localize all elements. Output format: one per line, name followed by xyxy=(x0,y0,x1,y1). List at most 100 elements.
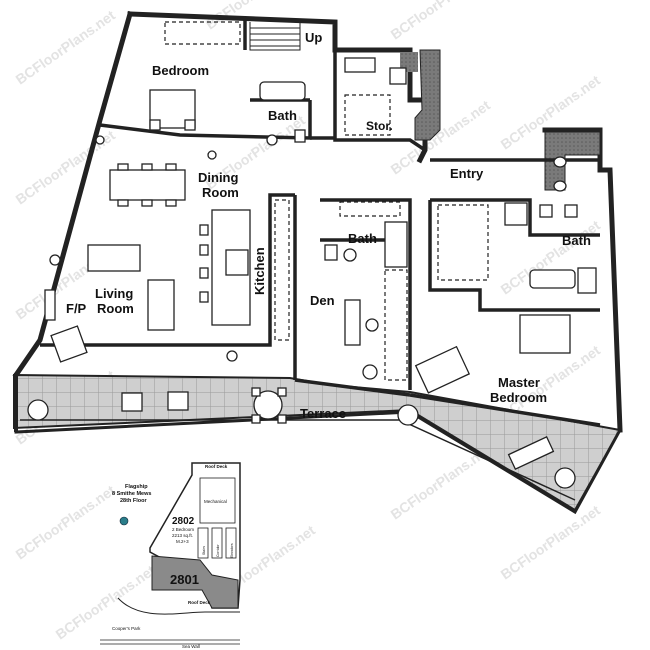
stool xyxy=(199,224,209,236)
room-label-storage: Stor. xyxy=(366,119,393,133)
column xyxy=(49,254,61,266)
planter xyxy=(554,467,576,489)
exterior-walls xyxy=(12,10,623,515)
column xyxy=(226,350,238,362)
mechanical-room xyxy=(199,477,236,524)
wall-storage xyxy=(333,50,426,152)
key-building-floor: 28th Floor xyxy=(120,498,147,504)
shoreline xyxy=(117,597,240,615)
key-corridor: Corridor xyxy=(216,544,220,557)
column xyxy=(95,135,105,145)
patio-chair xyxy=(277,414,287,424)
dining-table xyxy=(109,169,186,201)
key-seawall: Sea Wall xyxy=(182,644,200,649)
armchair xyxy=(50,325,88,363)
stairs xyxy=(249,22,301,51)
lounge-chair xyxy=(414,345,471,394)
wall-den-bath xyxy=(320,198,412,245)
chair xyxy=(165,199,177,207)
patio-chair xyxy=(251,414,261,424)
room-label-entry: Entry xyxy=(450,166,484,181)
label-fireplace: F/P xyxy=(66,301,87,316)
key-unit-2802-area: 2213 sq.ft. xyxy=(172,533,193,538)
closet-bedroom xyxy=(164,21,241,45)
patio-chair xyxy=(121,392,143,412)
key-stairs: Stairs xyxy=(202,546,206,555)
toilet xyxy=(553,180,567,192)
planter xyxy=(362,364,378,380)
key-mechanical: Mechanical xyxy=(204,499,227,504)
column xyxy=(207,150,217,160)
nightstand xyxy=(184,119,196,131)
stool xyxy=(199,244,209,256)
cooktop xyxy=(225,249,249,276)
key-unit-2802: 2802 xyxy=(172,516,195,527)
desk-chair xyxy=(365,318,379,332)
key-roof-deck-top: Roof Deck xyxy=(205,464,228,469)
wall-left xyxy=(12,10,134,379)
compass-icon xyxy=(119,516,129,526)
toilet xyxy=(324,244,338,261)
wall-master-closet xyxy=(430,198,600,237)
seawall-line xyxy=(100,639,240,645)
sink xyxy=(266,134,278,146)
watermark-layer: BCFloorPlans.net BCFloorPlans.net BCFloo… xyxy=(13,0,604,642)
planter xyxy=(27,399,49,421)
key-plan: Flagship 8 Smithe Mews 28th Floor 2802 2… xyxy=(100,462,241,649)
patio-chair xyxy=(167,391,189,411)
room-label-dining: Dining xyxy=(198,170,238,185)
wall-bedroom-south xyxy=(99,100,312,140)
stair-label-up: Up xyxy=(305,30,322,45)
patio-chair xyxy=(251,387,261,397)
elevator-block xyxy=(225,527,237,559)
lounger xyxy=(507,436,555,470)
wall-den-south xyxy=(294,378,411,397)
kitchen-counter xyxy=(274,199,290,341)
room-label-living-room: Room xyxy=(97,301,134,316)
planter xyxy=(397,404,419,426)
toilet xyxy=(553,156,567,168)
shaded-column xyxy=(400,52,418,72)
key-roof-deck-bottom: Roof Deck xyxy=(188,600,211,605)
room-label-bath-top: Bath xyxy=(268,108,297,123)
bathtub xyxy=(259,81,306,101)
wall-kitchen-south xyxy=(40,193,295,347)
room-label-dining-room: Room xyxy=(202,185,239,200)
closet-entry xyxy=(339,201,401,217)
bed xyxy=(519,314,571,354)
sink xyxy=(539,204,553,218)
wall-master-north xyxy=(428,200,600,312)
wall-master-south xyxy=(409,393,601,427)
chair xyxy=(117,163,129,171)
shelf xyxy=(344,57,376,73)
watermark: BCFloorPlans.net xyxy=(498,502,604,583)
room-label-kitchen: Kitchen xyxy=(252,247,267,295)
watermark: BCFloorPlans.net xyxy=(13,7,119,88)
key-building-address: 8 Smithe Mews xyxy=(112,491,151,497)
chair xyxy=(141,199,153,207)
washer xyxy=(389,67,407,85)
interior-walls xyxy=(40,20,601,427)
key-park: Cooper's Park xyxy=(112,626,141,631)
closet-master xyxy=(437,204,489,281)
patio-chair xyxy=(277,387,287,397)
room-label-bath-master: Bath xyxy=(562,233,591,248)
wall-right xyxy=(597,147,623,433)
stool xyxy=(199,291,209,303)
wall-top xyxy=(127,11,428,164)
toilet xyxy=(294,129,306,143)
chair xyxy=(141,163,153,171)
key-elevators: Elevators xyxy=(230,543,234,558)
room-label-master-bedroom: Bedroom xyxy=(490,390,547,405)
key-unit-2802-code: M.2+3 xyxy=(176,539,189,544)
patio-table xyxy=(253,390,283,420)
chair xyxy=(117,199,129,207)
stairs-block xyxy=(197,527,209,559)
shaded-wall-master xyxy=(544,131,601,191)
shower xyxy=(384,221,408,268)
sofa xyxy=(147,279,175,331)
corridor-block xyxy=(211,527,223,559)
room-labels: Bedroom Bath Up Stor. Dining Room Entry … xyxy=(66,30,591,421)
sofa xyxy=(87,244,141,272)
